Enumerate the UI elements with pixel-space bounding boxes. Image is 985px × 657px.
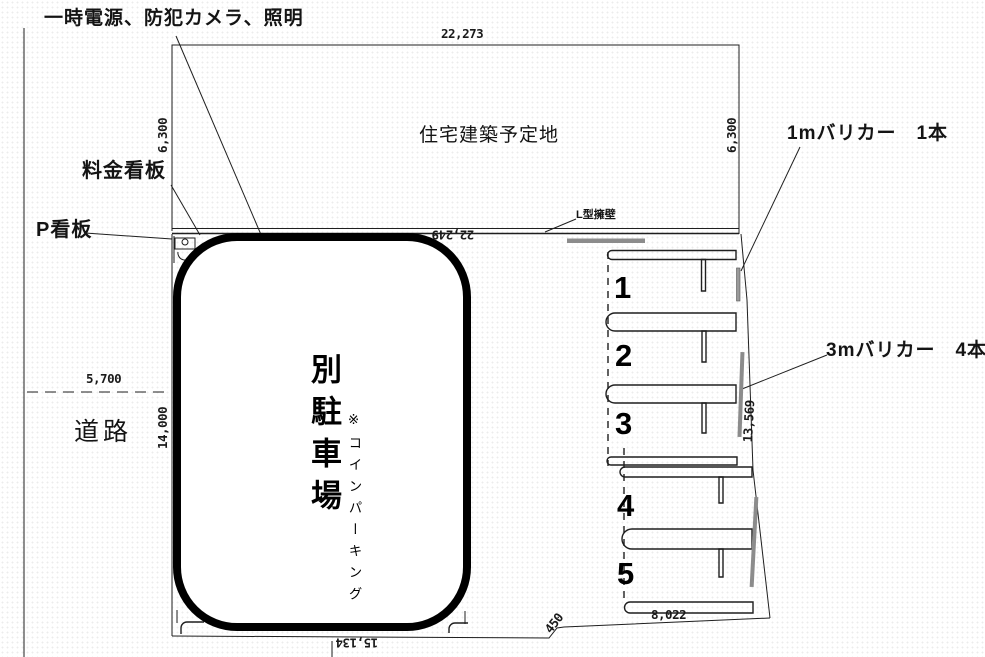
bollard-3m-east-upper	[737, 351, 745, 438]
stall-bar-1	[606, 249, 737, 261]
stall-bar-6	[623, 601, 754, 614]
space-number-1: 1	[614, 270, 632, 305]
lot-note-label: ※コインパーキング	[346, 412, 362, 608]
space-number-5: 5	[617, 556, 635, 591]
dim-wall-length: 22,249	[432, 227, 475, 243]
p-sign-symbol	[181, 238, 189, 246]
leader-lines	[84, 35, 828, 390]
coin-parking-outline	[173, 233, 471, 631]
stall-bar-5	[621, 528, 753, 550]
l-wall-leader	[544, 218, 577, 233]
l-wall-label: L型擁壁	[576, 209, 616, 221]
stall-dividers	[176, 249, 754, 657]
dim-top-width: 22,273	[441, 26, 484, 41]
sign-symbols	[173, 236, 201, 263]
utilities-label: 一時電源、防犯カメラ、照明	[44, 8, 304, 29]
stall-bar-hook-southeast	[448, 622, 468, 633]
house-plot-outline	[171, 44, 740, 234]
stall-prong-4	[718, 476, 724, 504]
p-sign-leader	[84, 232, 173, 240]
dim-lot-east-depth: 13,569	[740, 399, 758, 443]
barrier-3m-label: 3mバリカー 4本	[826, 340, 985, 361]
house-site-label: 住宅建築予定地	[419, 125, 560, 146]
stall-bar-hook-southwest	[180, 621, 204, 634]
barrier-3m-leader	[741, 354, 828, 390]
dim-house-left-depth: 6,300	[155, 117, 170, 153]
lot-south-boundary	[171, 617, 771, 639]
stall-prong-5	[718, 548, 724, 578]
dim-lot-south-width: 8,022	[651, 607, 687, 622]
barriers	[567, 238, 759, 588]
space-number-2: 2	[615, 338, 633, 373]
bollard-1m	[736, 267, 741, 302]
dim-lot-west-frontage: 14,000	[155, 406, 170, 449]
stall-bar-2	[605, 312, 737, 332]
fee-sign-label: 料金看板	[82, 160, 166, 182]
stall-prong-3	[701, 402, 707, 434]
utilities-leader	[175, 35, 263, 238]
space-number-3: 3	[615, 406, 633, 441]
dim-road-width: 5,700	[86, 371, 122, 386]
barrier-1m-label: 1mバリカー 1本	[787, 123, 949, 144]
lot-name-label: 別駐車場	[306, 353, 341, 521]
stall-bar-4a	[606, 456, 738, 466]
p-sign-label: P看板	[36, 219, 93, 241]
fee-sign-symbol	[174, 237, 196, 250]
dim-house-right-depth: 6,300	[724, 117, 739, 153]
space-number-4: 4	[617, 488, 635, 523]
stall-bar-3	[605, 384, 737, 404]
stall-prong-1	[700, 258, 707, 292]
bollard-3m-east-lower	[749, 496, 759, 588]
stall-prong-2	[701, 330, 707, 363]
barrier-1m-leader	[740, 146, 801, 272]
fee-sign-leader	[170, 184, 201, 236]
bollard-3m-horizontal	[567, 238, 645, 243]
dim-south-boundary: 15,134	[336, 635, 379, 651]
road-label: 道路	[74, 418, 133, 446]
stall-bar-4b	[619, 466, 753, 478]
lot-east-boundary	[740, 233, 771, 619]
